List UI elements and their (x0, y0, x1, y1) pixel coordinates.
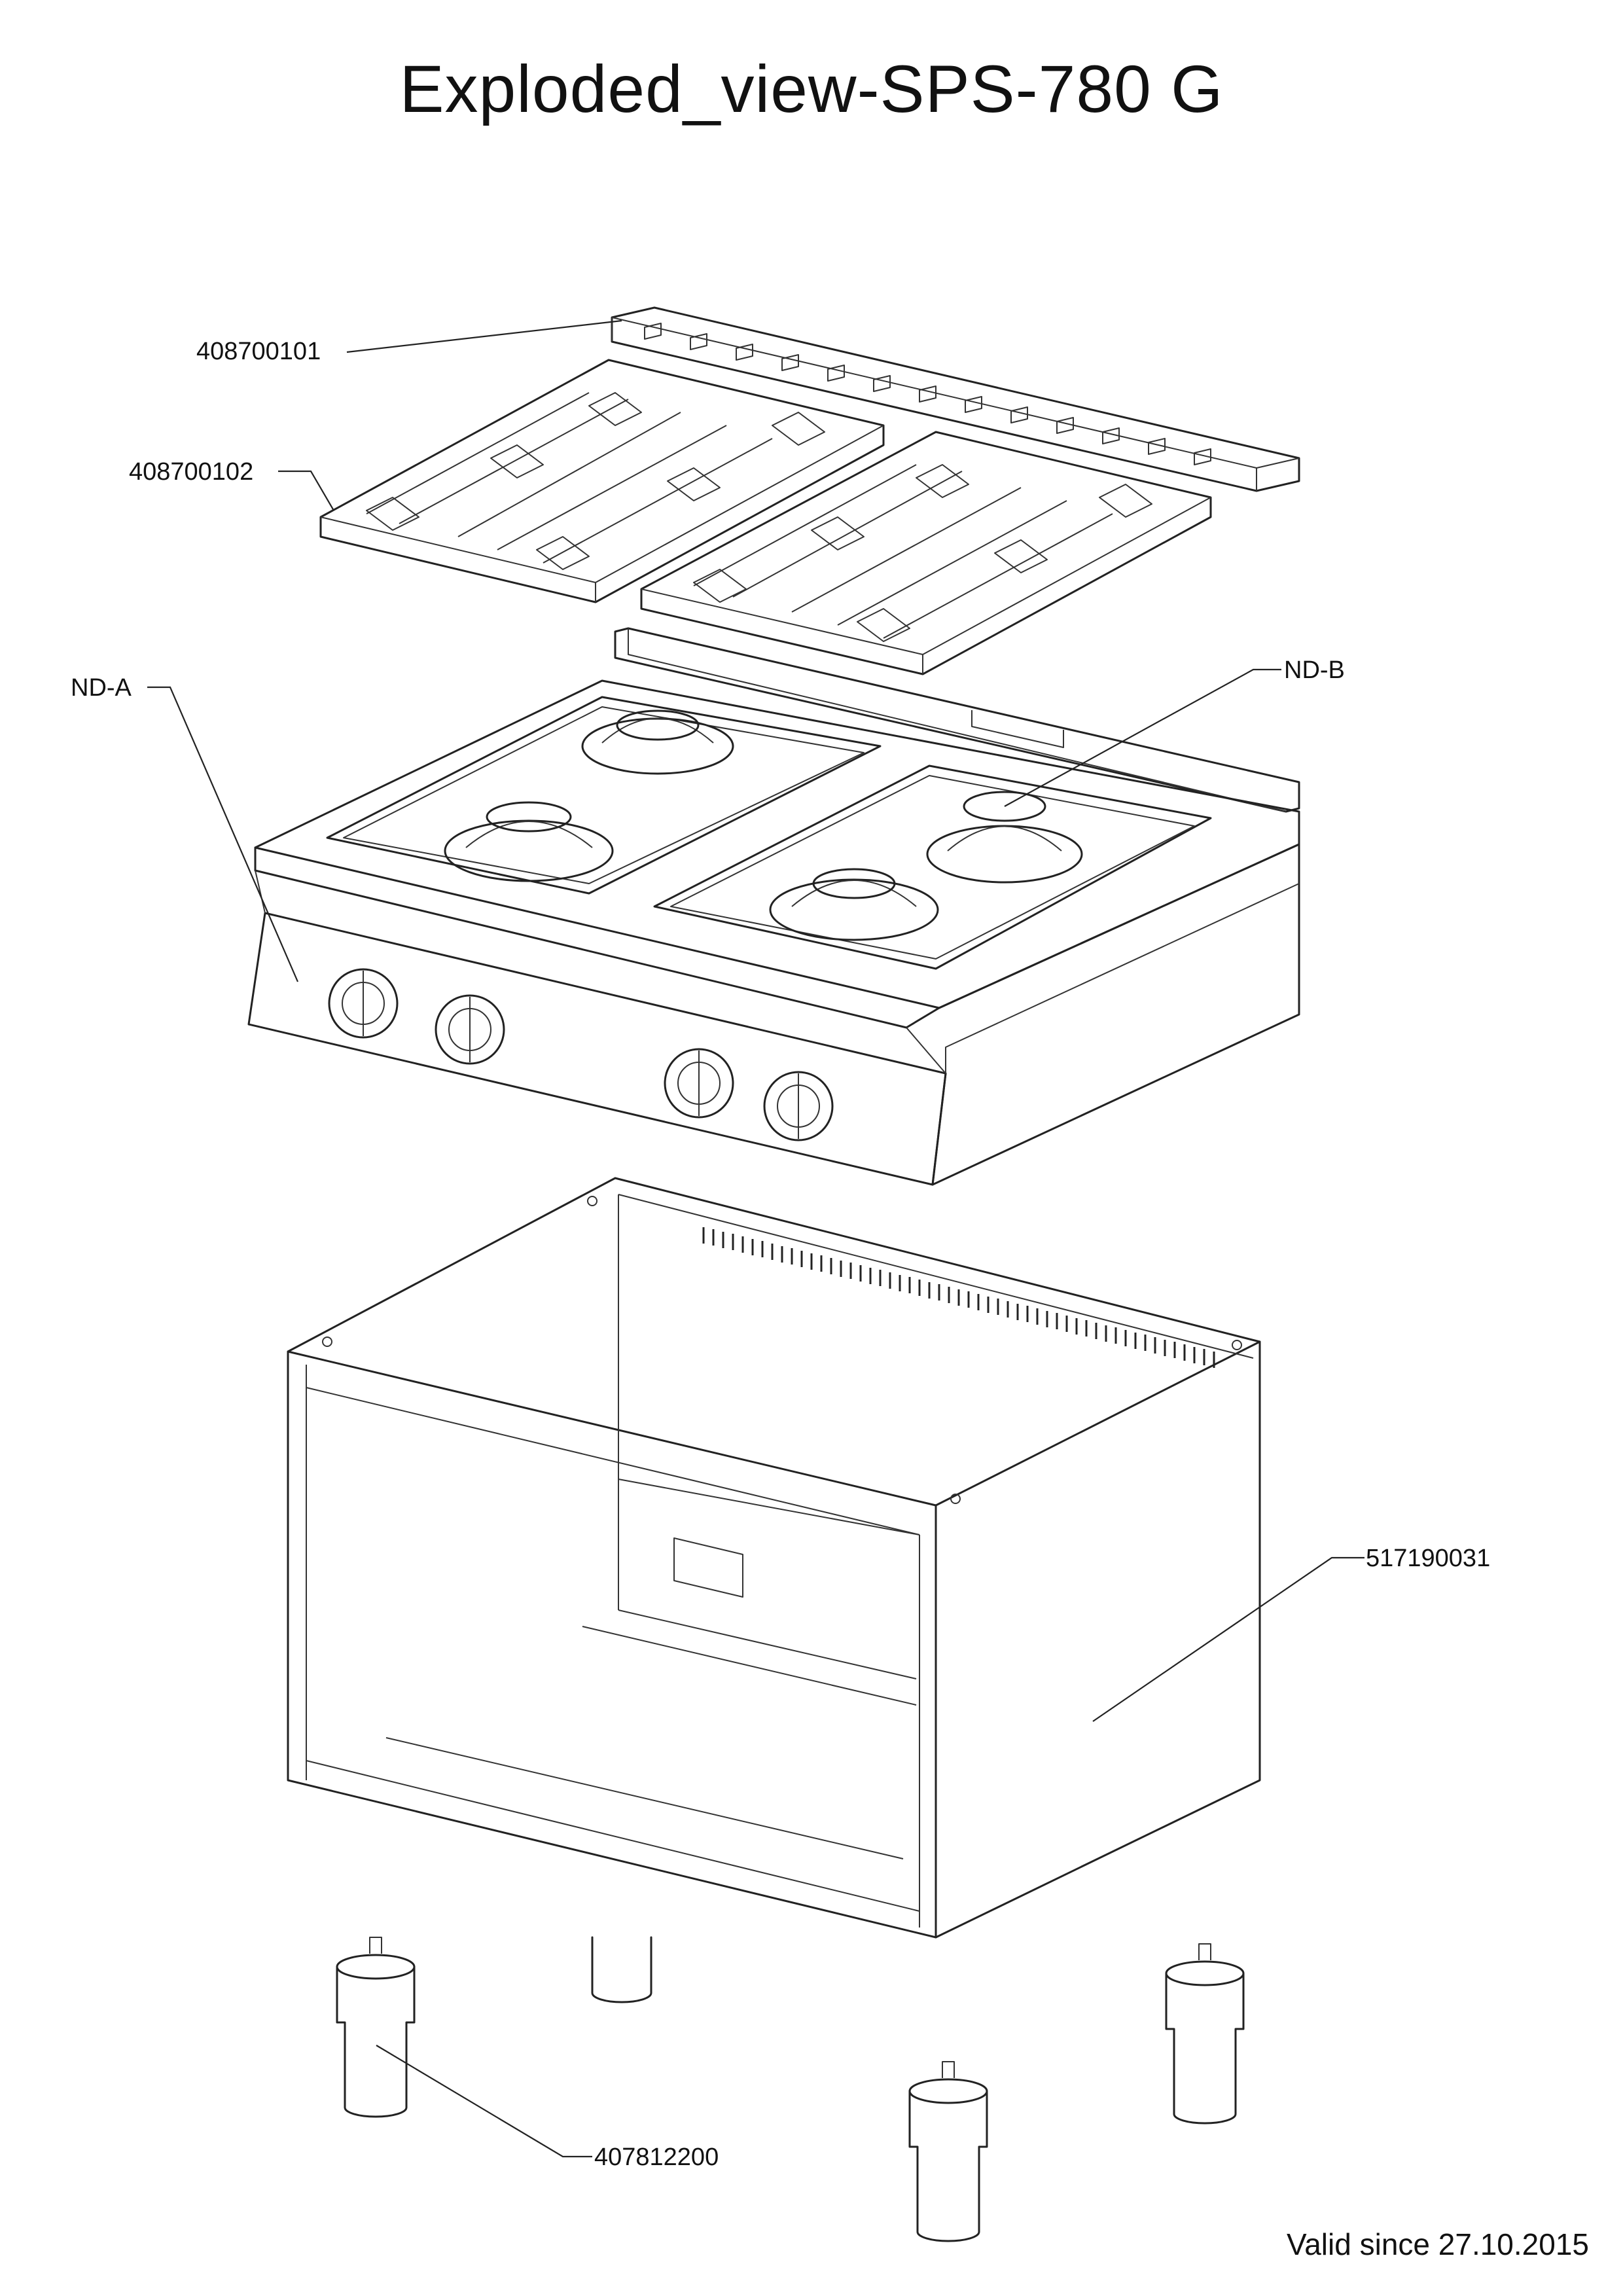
adjustable-feet (336, 1936, 1245, 2242)
cooktop-unit (247, 627, 1300, 1186)
callout-rail: 408700101 (196, 338, 321, 365)
drawing-title: Exploded_view-SPS-780 G (399, 52, 1224, 126)
callout-nd-a: ND-A (71, 674, 132, 702)
callout-foot: 407812200 (594, 2144, 719, 2171)
rear-rail (611, 306, 1300, 492)
leader-rail (346, 319, 622, 353)
open-base-cabinet (287, 1177, 1261, 1939)
leader-foot (376, 2045, 592, 2158)
leader-grate (278, 470, 334, 511)
leader-base (1092, 1556, 1364, 1722)
callout-nd-b: ND-B (1284, 656, 1345, 684)
pan-support-grates (319, 359, 1212, 675)
leader-nd-a (147, 686, 299, 982)
leader-lines (147, 319, 1364, 2158)
callout-grate: 408700102 (129, 458, 254, 486)
validity-note: Valid since 27.10.2015 (1286, 2227, 1589, 2261)
callout-base: 517190031 (1366, 1545, 1491, 1572)
leader-nd-b (1004, 668, 1281, 807)
